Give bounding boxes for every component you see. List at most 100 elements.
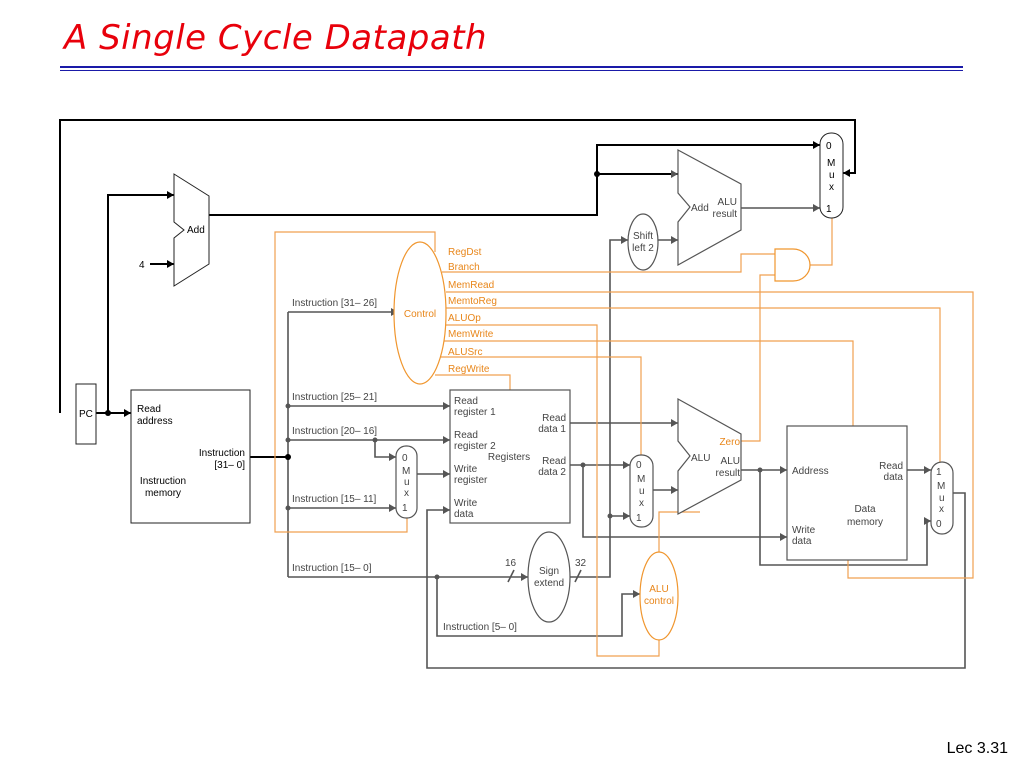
alu-control-2: control: [644, 596, 674, 607]
mux-alusrc-1: 1: [636, 513, 642, 524]
alu-result-2: result: [716, 468, 741, 479]
regs-name: Registers: [488, 452, 530, 463]
data-memory: [786, 425, 908, 561]
wire-memread: [446, 291, 974, 579]
shift-left-2: [627, 213, 659, 271]
dmem-write-data-1: Write: [792, 525, 816, 536]
wire-memwrite: [443, 340, 854, 426]
dmem-read-data-2: data: [884, 472, 904, 483]
signal-branch: Branch: [448, 262, 480, 273]
label-instr-31-26: Instruction [31– 26]: [292, 298, 377, 309]
bus-slash-16: [507, 569, 515, 583]
pc-adder-label: Add: [187, 225, 205, 236]
imem-instruction-1: Instruction: [199, 448, 245, 459]
alu-control-1: ALU: [649, 584, 668, 595]
instruction-memory: [130, 389, 251, 524]
dmem-address: Address: [792, 466, 829, 477]
junction-dot: [594, 171, 600, 177]
wire-alusrc: [440, 356, 642, 457]
branch-adder-result-1: ALU: [718, 197, 737, 208]
junction-dot: [105, 410, 111, 416]
junction-dot: [285, 454, 291, 460]
junction-dot: [285, 505, 291, 511]
pc-adder: [173, 173, 210, 287]
regs-rr1-2: register 1: [454, 407, 496, 418]
mux-regdst-u: u: [404, 477, 410, 488]
junction-dot: [580, 462, 586, 468]
sign-extend-out-bits: 32: [575, 558, 587, 569]
regs-rr2-2: register 2: [454, 441, 496, 452]
imem-name-2: memory: [145, 488, 181, 499]
mux-alusrc: [629, 454, 654, 528]
label-instr-15-0: Instruction [15– 0]: [292, 563, 372, 574]
junction-dot: [285, 437, 291, 443]
control-unit: [393, 241, 447, 385]
mux-regdst-m: M: [402, 466, 410, 477]
mux-top-0: 0: [826, 141, 832, 152]
junction-dot: [434, 574, 440, 580]
wire-signext-mux: [570, 515, 630, 578]
wire-rd2-dmem: [582, 465, 787, 538]
regs-rr1-1: Read: [454, 396, 478, 407]
label-instr-25-21: Instruction [25– 21]: [292, 392, 377, 403]
wire-f5-0: [436, 577, 640, 637]
title-rule: [60, 66, 963, 68]
title-rule-thin: [60, 70, 963, 71]
junction-dot: [285, 403, 291, 409]
branch-adder: [677, 148, 742, 267]
signal-memtoreg: MemtoReg: [448, 296, 497, 307]
mux-alusrc-u: u: [639, 486, 645, 497]
alu-result-1: ALU: [721, 456, 740, 467]
wire-memtoreg: [446, 307, 941, 462]
branch-and-gate: [774, 248, 811, 282]
signal-regwrite: RegWrite: [448, 364, 490, 375]
signal-alusrc: ALUSrc: [448, 347, 482, 358]
junction-dot: [372, 437, 378, 443]
sign-extend-in-bits: 16: [505, 558, 517, 569]
wire-f20-16-mux: [374, 440, 396, 458]
bus-slash-32: [574, 569, 582, 583]
signal-regdst: RegDst: [448, 247, 482, 258]
signal-memread: MemRead: [448, 280, 494, 291]
junction-dot: [607, 513, 613, 519]
mux-alusrc-m: M: [637, 474, 645, 485]
label-instr-5-0: Instruction [5– 0]: [443, 622, 517, 633]
alu-control: [639, 551, 679, 641]
mux-alusrc-x: x: [639, 498, 644, 509]
signal-memwrite: MemWrite: [448, 329, 494, 340]
label-instr-20-16: Instruction [20– 16]: [292, 426, 377, 437]
branch-adder-result-2: result: [713, 209, 738, 220]
mux-memtoreg-0: 0: [936, 519, 942, 530]
regs-rd1-2: data 1: [538, 424, 566, 435]
shift-1: Shift: [633, 231, 653, 242]
alu-label: ALU: [691, 453, 710, 464]
sign-extend-2: extend: [534, 578, 564, 589]
control-label: Control: [404, 309, 436, 320]
mux-top-1: 1: [826, 204, 832, 215]
regs-wd-1: Write: [454, 498, 478, 509]
mux-memtoreg-m: M: [937, 481, 945, 492]
sign-extend-1: Sign: [539, 566, 559, 577]
wire-aluop: [446, 324, 660, 657]
mux-regdst-0: 0: [402, 453, 408, 464]
mux-top-u: u: [829, 170, 835, 181]
wire-signext-shift: [609, 239, 628, 516]
regs-rd2-1: Read: [542, 456, 566, 467]
mux-regdst-1: 1: [402, 503, 408, 514]
imem-read-address-2: address: [137, 416, 173, 427]
wire-and-out: [810, 214, 833, 266]
regs-wr-1: Write: [454, 464, 478, 475]
wire-branch: [442, 253, 775, 273]
mux-memtoreg-u: u: [939, 493, 945, 504]
alu-zero: Zero: [719, 437, 740, 448]
const-four: 4: [139, 260, 145, 271]
branch-adder-label: Add: [691, 203, 709, 214]
imem-instruction-2: [31– 0]: [214, 460, 245, 471]
dmem-read-data-1: Read: [879, 461, 903, 472]
sign-extend: [527, 531, 571, 623]
regs-rd2-2: data 2: [538, 467, 566, 478]
slide-title: A Single Cycle Datapath: [64, 18, 488, 58]
imem-read-address-1: Read: [137, 404, 161, 415]
register-file: [449, 389, 571, 524]
